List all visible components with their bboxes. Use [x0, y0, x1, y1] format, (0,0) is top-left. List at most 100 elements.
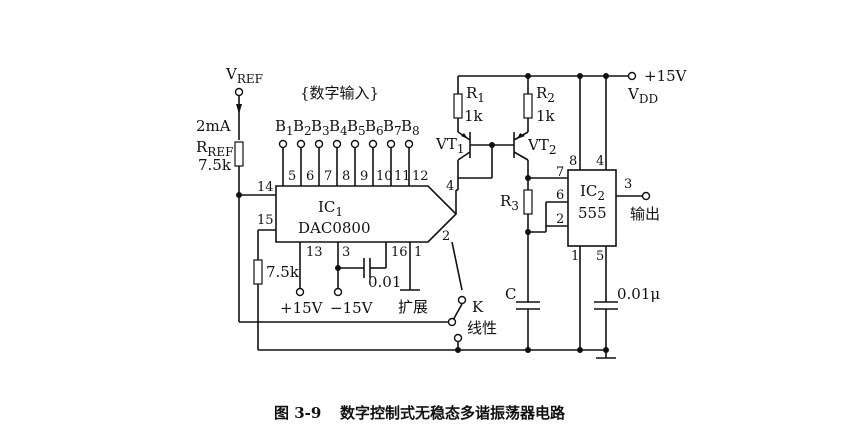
- bit-label: B1: [275, 117, 294, 138]
- switch-common: [447, 317, 457, 327]
- ic2-pin-7: 7: [556, 165, 564, 180]
- bit-terminal[interactable]: [350, 139, 360, 149]
- minus15-terminal: [333, 287, 343, 297]
- bit-label: B5: [347, 117, 366, 138]
- bit-terminal[interactable]: [368, 139, 378, 149]
- caption-title: 数字控制式无稳态多谐振荡器电路: [340, 404, 566, 422]
- bit-b6: B6 10: [365, 117, 393, 186]
- bit-b4: B4 8: [329, 117, 350, 186]
- ic1-pin-4: 4: [446, 179, 454, 194]
- expand-label: 扩展: [398, 298, 428, 316]
- linear-label: 线性: [467, 319, 497, 337]
- ic1-pin-13: 13: [306, 245, 323, 260]
- current-label: 2mA: [196, 117, 231, 135]
- switch-contact-bottom[interactable]: [453, 333, 463, 343]
- bit-label: B7: [383, 117, 402, 138]
- ic1-pin-3: 3: [342, 245, 350, 260]
- supply: +15V VDD: [627, 67, 688, 106]
- digital-input-label: {数字输入}: [300, 84, 379, 102]
- r2-value: 1k: [536, 107, 556, 125]
- ic2-pin-1: 1: [571, 249, 579, 264]
- ic1-pin-15: 15: [257, 213, 274, 228]
- minus15-label: −15V: [330, 299, 374, 317]
- r3-label: R3: [500, 192, 519, 213]
- r3-resistor: [523, 189, 533, 215]
- vdd-label: VDD: [627, 85, 658, 106]
- cap-right-value: 0.01μ: [617, 285, 660, 303]
- vt2-label: VT2: [527, 136, 556, 157]
- bit-terminal[interactable]: [296, 139, 306, 149]
- rref-resistor: [234, 141, 244, 167]
- switch-k-label: K: [472, 298, 484, 316]
- figure-caption: 图 3-9 数字控制式无稳态多谐振荡器电路: [274, 404, 566, 422]
- vref-label: VREF: [225, 65, 263, 86]
- ic1-part: DAC0800: [298, 219, 371, 237]
- r1-label: R1: [466, 84, 485, 105]
- cap-small-value: 0.01: [368, 273, 401, 291]
- current-mirror: R1 1k VT1 R2 1k VT2: [435, 73, 628, 191]
- bit-pin: 8: [342, 169, 350, 184]
- bit-pin: 9: [360, 169, 368, 184]
- r1-value: 1k: [464, 107, 484, 125]
- bit-b7: B7 11: [383, 117, 411, 186]
- bit-terminal[interactable]: [332, 139, 342, 149]
- ic2-555: IC2 555 8 4 7 6 2 3 1 5 输出 0.01μ: [556, 76, 660, 359]
- switch-k: K 线性: [447, 190, 497, 353]
- bit-b1: B1 5: [275, 117, 296, 186]
- bit-pin: 11: [394, 169, 411, 184]
- ic2-part: 555: [578, 204, 607, 222]
- ic2-label: IC2: [580, 182, 605, 203]
- r1-resistor: [453, 93, 463, 119]
- plus15-label: +15V: [280, 299, 324, 317]
- ic2-pin-6: 6: [556, 188, 564, 203]
- caption-number: 图 3-9: [274, 404, 321, 422]
- ic1-pin-1: 1: [414, 245, 422, 260]
- bit-terminal[interactable]: [404, 139, 414, 149]
- bit-label: B2: [293, 117, 312, 138]
- bit-label: B8: [401, 117, 420, 138]
- bit-label: B3: [311, 117, 330, 138]
- vt1-label: VT1: [435, 135, 464, 156]
- ic2-pin-8: 8: [569, 154, 577, 169]
- bit-terminal[interactable]: [278, 139, 288, 149]
- ic2-pin-3: 3: [624, 177, 632, 192]
- r2-resistor: [523, 93, 533, 119]
- r2-label: R2: [536, 84, 555, 105]
- switch-contact-top[interactable]: [457, 295, 467, 305]
- output-terminal[interactable]: [641, 191, 651, 201]
- supply-label: +15V: [644, 67, 688, 85]
- plus15-terminal: [295, 287, 305, 297]
- ic1-body: [275, 185, 458, 243]
- cap-c-label: C: [505, 285, 516, 303]
- rref-label: RREF: [196, 138, 233, 159]
- r-bottom-value: 7.5k: [266, 263, 300, 281]
- r-bottom-resistor: [253, 259, 263, 285]
- ic1-pin-16: 16: [391, 245, 408, 260]
- ic1-pin-14: 14: [257, 180, 274, 195]
- bit-label: B4: [329, 117, 348, 138]
- ic1-label: IC1: [318, 198, 343, 219]
- ic2-body: [567, 169, 617, 247]
- ic2-pin-2: 2: [556, 212, 564, 227]
- vref-terminal: [234, 87, 244, 97]
- bit-pin: 12: [412, 169, 429, 184]
- bit-terminal[interactable]: [314, 139, 324, 149]
- bit-b8: B8 12: [401, 117, 429, 186]
- bit-terminal[interactable]: [386, 139, 396, 149]
- vref-branch: VREF 2mA RREF 7.5k: [196, 65, 452, 323]
- ic2-pin-5: 5: [596, 249, 604, 264]
- timing-network: R3 C: [500, 175, 568, 353]
- bit-pin: 10: [376, 169, 393, 184]
- rref-value: 7.5k: [198, 156, 232, 174]
- digital-inputs: {数字输入} B1 5 B2 6 B3 7 B4 8 B5: [275, 84, 429, 186]
- bit-label: B6: [365, 117, 384, 138]
- current-arrow-icon: [236, 104, 242, 114]
- output-label: 输出: [630, 205, 660, 223]
- ic2-pin-4: 4: [596, 154, 604, 169]
- supply-terminal: [627, 71, 637, 81]
- bit-b3: B3 7: [311, 117, 332, 186]
- ic1-dac: IC1 DAC0800 14 15 13 3 16 1 4 2 7.5k +15…: [253, 179, 458, 350]
- bit-pin: 7: [324, 169, 332, 184]
- ic1-pin-2: 2: [442, 229, 450, 244]
